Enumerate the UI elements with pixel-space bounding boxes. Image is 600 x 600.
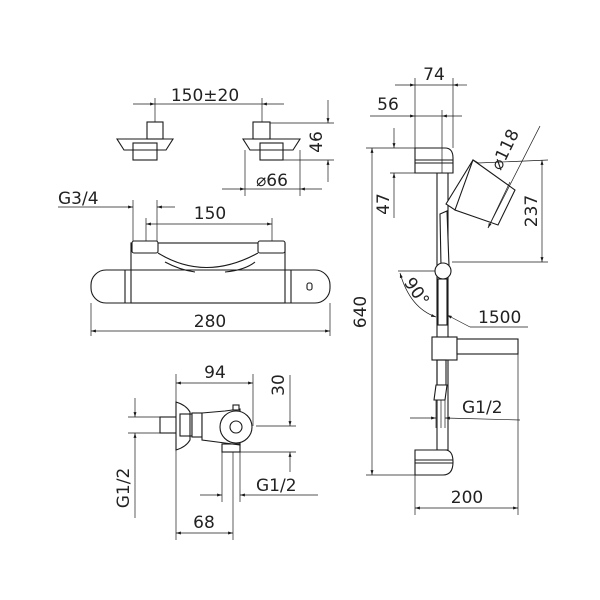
- dim-rail-length: 640: [351, 296, 371, 328]
- hand-shower: [439, 159, 516, 267]
- thermostat-front-view: G3/4 150 280: [58, 189, 331, 336]
- dim-inlet-thread: G3/4: [58, 189, 99, 209]
- dim-thermostat-width: 280: [194, 312, 226, 332]
- shower-set-view: 74 56 47 640 237 ⌀118 90° 1500 G1/2 200: [351, 65, 549, 515]
- dim-bracket-width: 74: [423, 65, 445, 85]
- dim-side-outlet-thread: G1/2: [256, 476, 297, 496]
- dim-soap-dish-width: 200: [451, 488, 483, 508]
- dim-rail-width: 56: [377, 95, 399, 115]
- dim-outlet-depth: 68: [193, 513, 215, 533]
- dim-hose-thread: G1/2: [462, 398, 503, 418]
- dim-bracket-height: 47: [374, 193, 394, 215]
- thermostat-side-view: 94 30 G1/2 G1/2 68: [114, 363, 318, 540]
- dim-head-height: 237: [522, 195, 542, 227]
- dim-side-inlet-thread: G1/2: [114, 468, 134, 509]
- dim-connector-spacing: 150±20: [171, 86, 239, 106]
- temperature-mark-icon: [306, 282, 313, 291]
- dim-outlet-offset: 30: [269, 374, 289, 396]
- dim-head-diameter: ⌀118: [487, 126, 524, 173]
- dim-tilt-angle: 90°: [399, 274, 433, 310]
- wall-connectors-view: 150±20 46 ⌀66: [115, 86, 334, 196]
- dim-side-depth: 94: [204, 363, 226, 383]
- connector-left: [115, 121, 175, 161]
- connector-right: [241, 121, 302, 161]
- dim-hose-length: 1500: [478, 308, 521, 328]
- dim-connector-diameter: ⌀66: [256, 171, 288, 191]
- dim-inlet-spacing: 150: [194, 204, 226, 224]
- dim-connector-height: 46: [307, 131, 327, 153]
